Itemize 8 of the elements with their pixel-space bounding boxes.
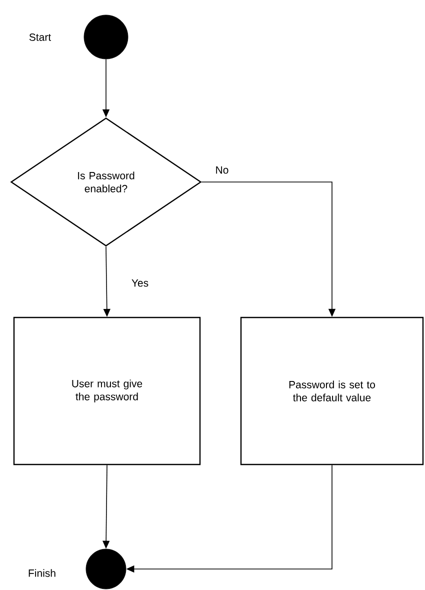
- process-box: Password is set to the default value: [240, 316, 424, 466]
- edge-label: Yes: [130, 278, 150, 288]
- terminal-circle: [84, 14, 128, 60]
- process-box: User must give the password: [13, 316, 201, 466]
- edge-label: No: [214, 165, 230, 175]
- terminal-label: Finish: [28, 569, 56, 577]
- terminal-circle: [86, 548, 126, 590]
- terminal-label: Start: [29, 33, 51, 41]
